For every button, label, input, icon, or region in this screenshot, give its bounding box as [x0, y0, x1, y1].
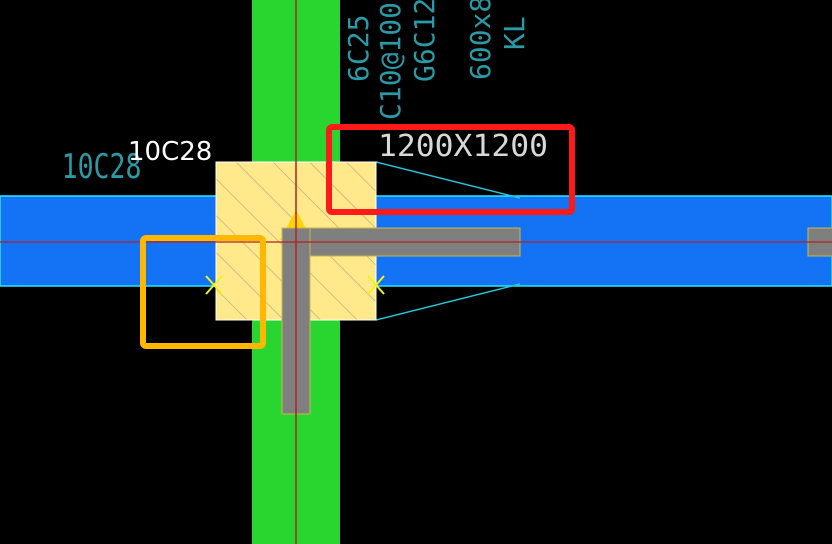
- rebar-label-cyan: 10C28: [62, 148, 142, 187]
- beam-annot-line-1: 6C25: [342, 15, 375, 82]
- yellow-x-marker[interactable]: [367, 275, 385, 295]
- rebar-label-white: 10C28: [128, 137, 212, 167]
- beam-annot-line-3: G6C12: [408, 0, 441, 82]
- beam-annot-line-5: KL: [498, 16, 531, 50]
- beam-annotation: 6C25 C10@100(2) G6C12 600x800 KL: [342, 0, 531, 120]
- taper-line-top: [375, 161, 521, 199]
- size-label: 1200X1200: [378, 129, 548, 164]
- taper-line-bottom: [375, 283, 521, 321]
- highlight-box-red: [326, 124, 575, 215]
- yellow-x-marker[interactable]: [205, 275, 223, 295]
- beam-annot-line-4: 600x800: [464, 0, 497, 80]
- beam-annot-line-2: C10@100(2): [374, 0, 407, 120]
- highlight-box-orange: [140, 235, 266, 349]
